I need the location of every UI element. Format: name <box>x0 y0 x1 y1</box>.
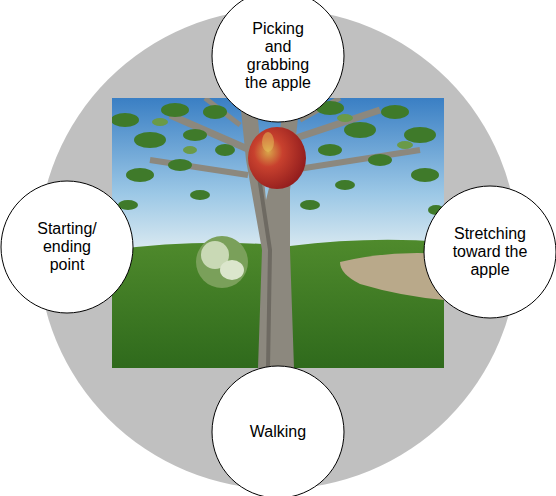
leaf-cluster <box>126 168 154 182</box>
leaf-cluster <box>368 154 392 166</box>
text-column: Walking <box>233 423 323 441</box>
circle-shape <box>212 0 344 122</box>
circle-body: Picking and grabbing the apple <box>211 0 345 123</box>
circle-shape <box>424 186 556 318</box>
leaf-cluster <box>344 122 376 138</box>
leaf-cluster <box>161 103 189 117</box>
leaf-cluster <box>300 200 320 210</box>
leaf-cluster <box>152 118 168 126</box>
step-circle: Walking <box>211 365 345 496</box>
leaf-cluster <box>381 105 409 119</box>
leaf-cluster <box>183 129 207 141</box>
bush-light <box>220 260 244 280</box>
leaf-cluster <box>112 113 139 127</box>
step-label: Walking <box>233 423 323 441</box>
step-label: Picking and grabbing the apple <box>241 20 315 92</box>
apple-tree-scene <box>112 98 444 368</box>
circle-body: Stretching toward the apple <box>423 185 556 319</box>
circle-body: Walking <box>211 365 345 496</box>
leaf-cluster <box>183 146 197 154</box>
text-column: Starting/ ending point <box>27 220 107 274</box>
step-circle: Starting/ ending point <box>0 180 134 314</box>
leaf-cluster <box>397 141 413 149</box>
circle-shape <box>1 181 133 313</box>
branch <box>170 115 250 150</box>
branch <box>292 150 420 170</box>
step-circle: Picking and grabbing the apple <box>211 0 345 123</box>
circle-shape <box>212 366 344 496</box>
bush <box>196 236 248 288</box>
leaf-cluster <box>337 114 353 122</box>
leaf-cluster <box>411 168 439 182</box>
leaf-cluster <box>215 144 235 156</box>
apple-highlight <box>262 132 274 152</box>
circle-body: Starting/ ending point <box>0 180 134 314</box>
leaf-cluster <box>134 132 166 148</box>
step-label: Stretching toward the apple <box>449 225 531 279</box>
leaf-cluster <box>168 159 192 171</box>
leaf-cluster <box>203 105 227 119</box>
leaf-cluster <box>335 180 355 190</box>
trunk-shade <box>258 170 270 368</box>
branch <box>150 160 248 175</box>
leaf-cluster <box>190 190 210 200</box>
leaf-cluster <box>318 144 342 156</box>
text-column: Stretching toward the apple <box>449 225 531 279</box>
text-column: Picking and grabbing the apple <box>241 20 315 92</box>
step-label: Starting/ ending point <box>27 220 107 274</box>
step-circle: Stretching toward the apple <box>423 185 556 319</box>
leaf-cluster <box>404 127 436 143</box>
apple <box>248 127 306 189</box>
